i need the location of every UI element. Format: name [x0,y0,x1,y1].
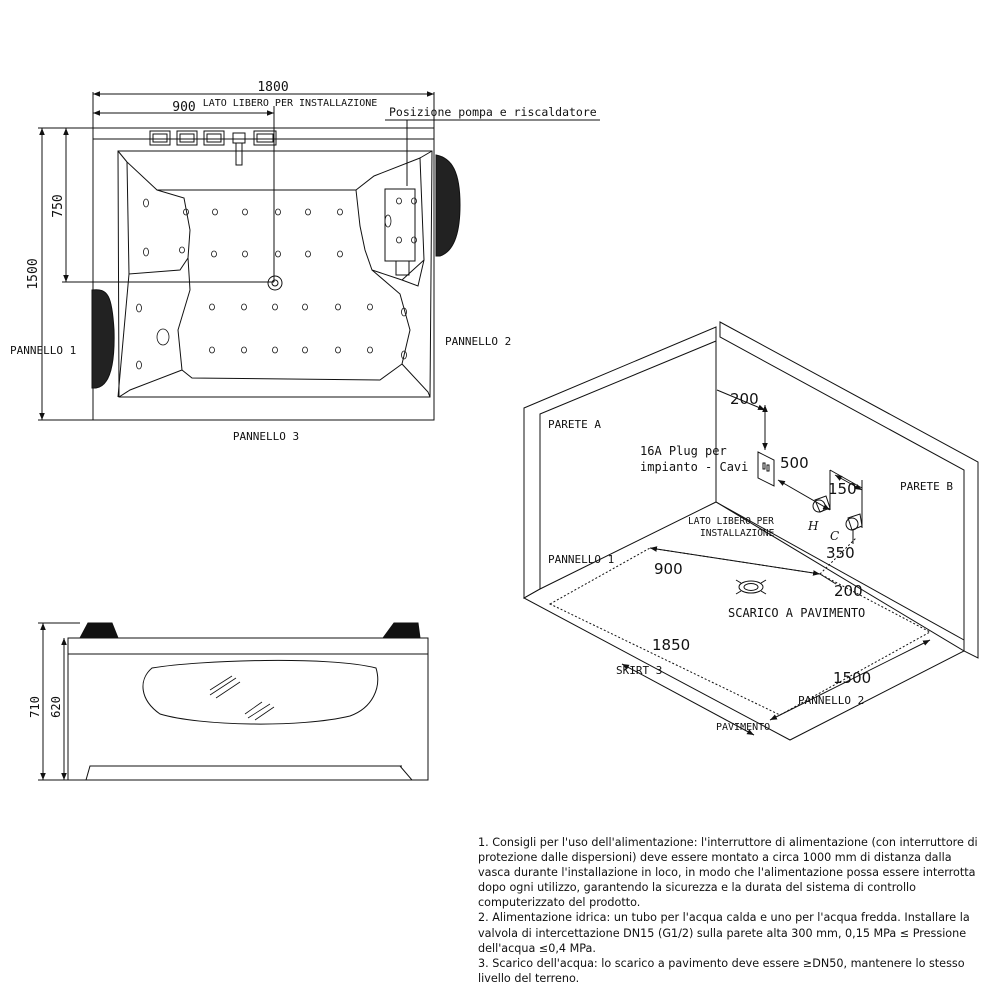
wall-a-label: PARETE A [548,418,601,431]
iso-dim-350: 350 [826,544,855,562]
hot-valve [812,499,826,513]
wall-b-label: PARETE B [900,480,953,493]
iso-view [522,321,979,741]
dim-1800: 1800 [257,80,288,95]
iso-dim-1850: 1850 [652,636,690,654]
iso-dim-200-top: 200 [730,390,759,408]
iso-skirt-3: SKIRT 3 [616,664,662,677]
plug-box [757,451,775,487]
note-water-supply: 2. Alimentazione idrica: un tubo per l'a… [478,911,970,955]
side-view-labels: 710 620 [28,696,63,718]
top-panel-2: PANNELLO 2 [445,335,511,348]
iso-dim-1500: 1500 [833,669,871,687]
top-panel-3: PANNELLO 3 [233,430,299,443]
iso-dim-200-bottom: 200 [834,582,863,600]
top-panel-1: PANNELLO 1 [10,344,76,357]
floor-drain-icon [738,580,764,594]
iso-free-side-1: LATO LIBERO PER [688,516,774,527]
dim-900-top: 900 [172,100,195,115]
iso-cold-mark: C [830,529,839,543]
plug-label-1: 16A Plug per [640,444,727,458]
note-power: 1. Consigli per l'uso dell'alimentazione… [478,836,978,910]
iso-hot-mark: H [807,519,819,533]
top-view-jets [136,197,417,370]
floor-drain-label: SCARICO A PAVIMENTO [728,606,865,620]
iso-panel-1: PANNELLO 1 [548,553,614,566]
pump-position-label: Posizione pompa e riscaldatore [389,105,597,119]
top-view-outline [92,127,435,421]
dim-1500-depth: 1500 [26,258,41,289]
side-view [38,622,429,781]
iso-view-labels: PARETE A PARETE B 16A Plug per impianto … [548,390,953,733]
top-view [38,91,600,421]
plug-label-2: impianto - Cavi [640,460,748,474]
iso-dim-500: 500 [780,454,809,472]
note-drain: 3. Scarico dell'acqua: lo scarico a pavi… [478,956,965,985]
top-view-labels: 1800 900 LATO LIBERO PER INSTALLAZIONE P… [10,80,597,443]
iso-dim-150: 150 [828,480,857,498]
installation-notes: 1. Consigli per l'uso dell'alimentazione… [478,835,978,986]
iso-free-side-2: INSTALLAZIONE [700,528,775,539]
dim-710: 710 [28,696,42,718]
iso-dim-900: 900 [654,560,683,578]
free-side-label: LATO LIBERO PER INSTALLAZIONE [203,98,378,109]
dim-750: 750 [51,194,66,217]
dim-620: 620 [49,696,63,718]
iso-floor: PAVIMENTO [716,722,770,733]
side-window [142,659,379,725]
iso-panel-2: PANNELLO 2 [798,694,864,707]
side-view-outline [67,637,429,781]
